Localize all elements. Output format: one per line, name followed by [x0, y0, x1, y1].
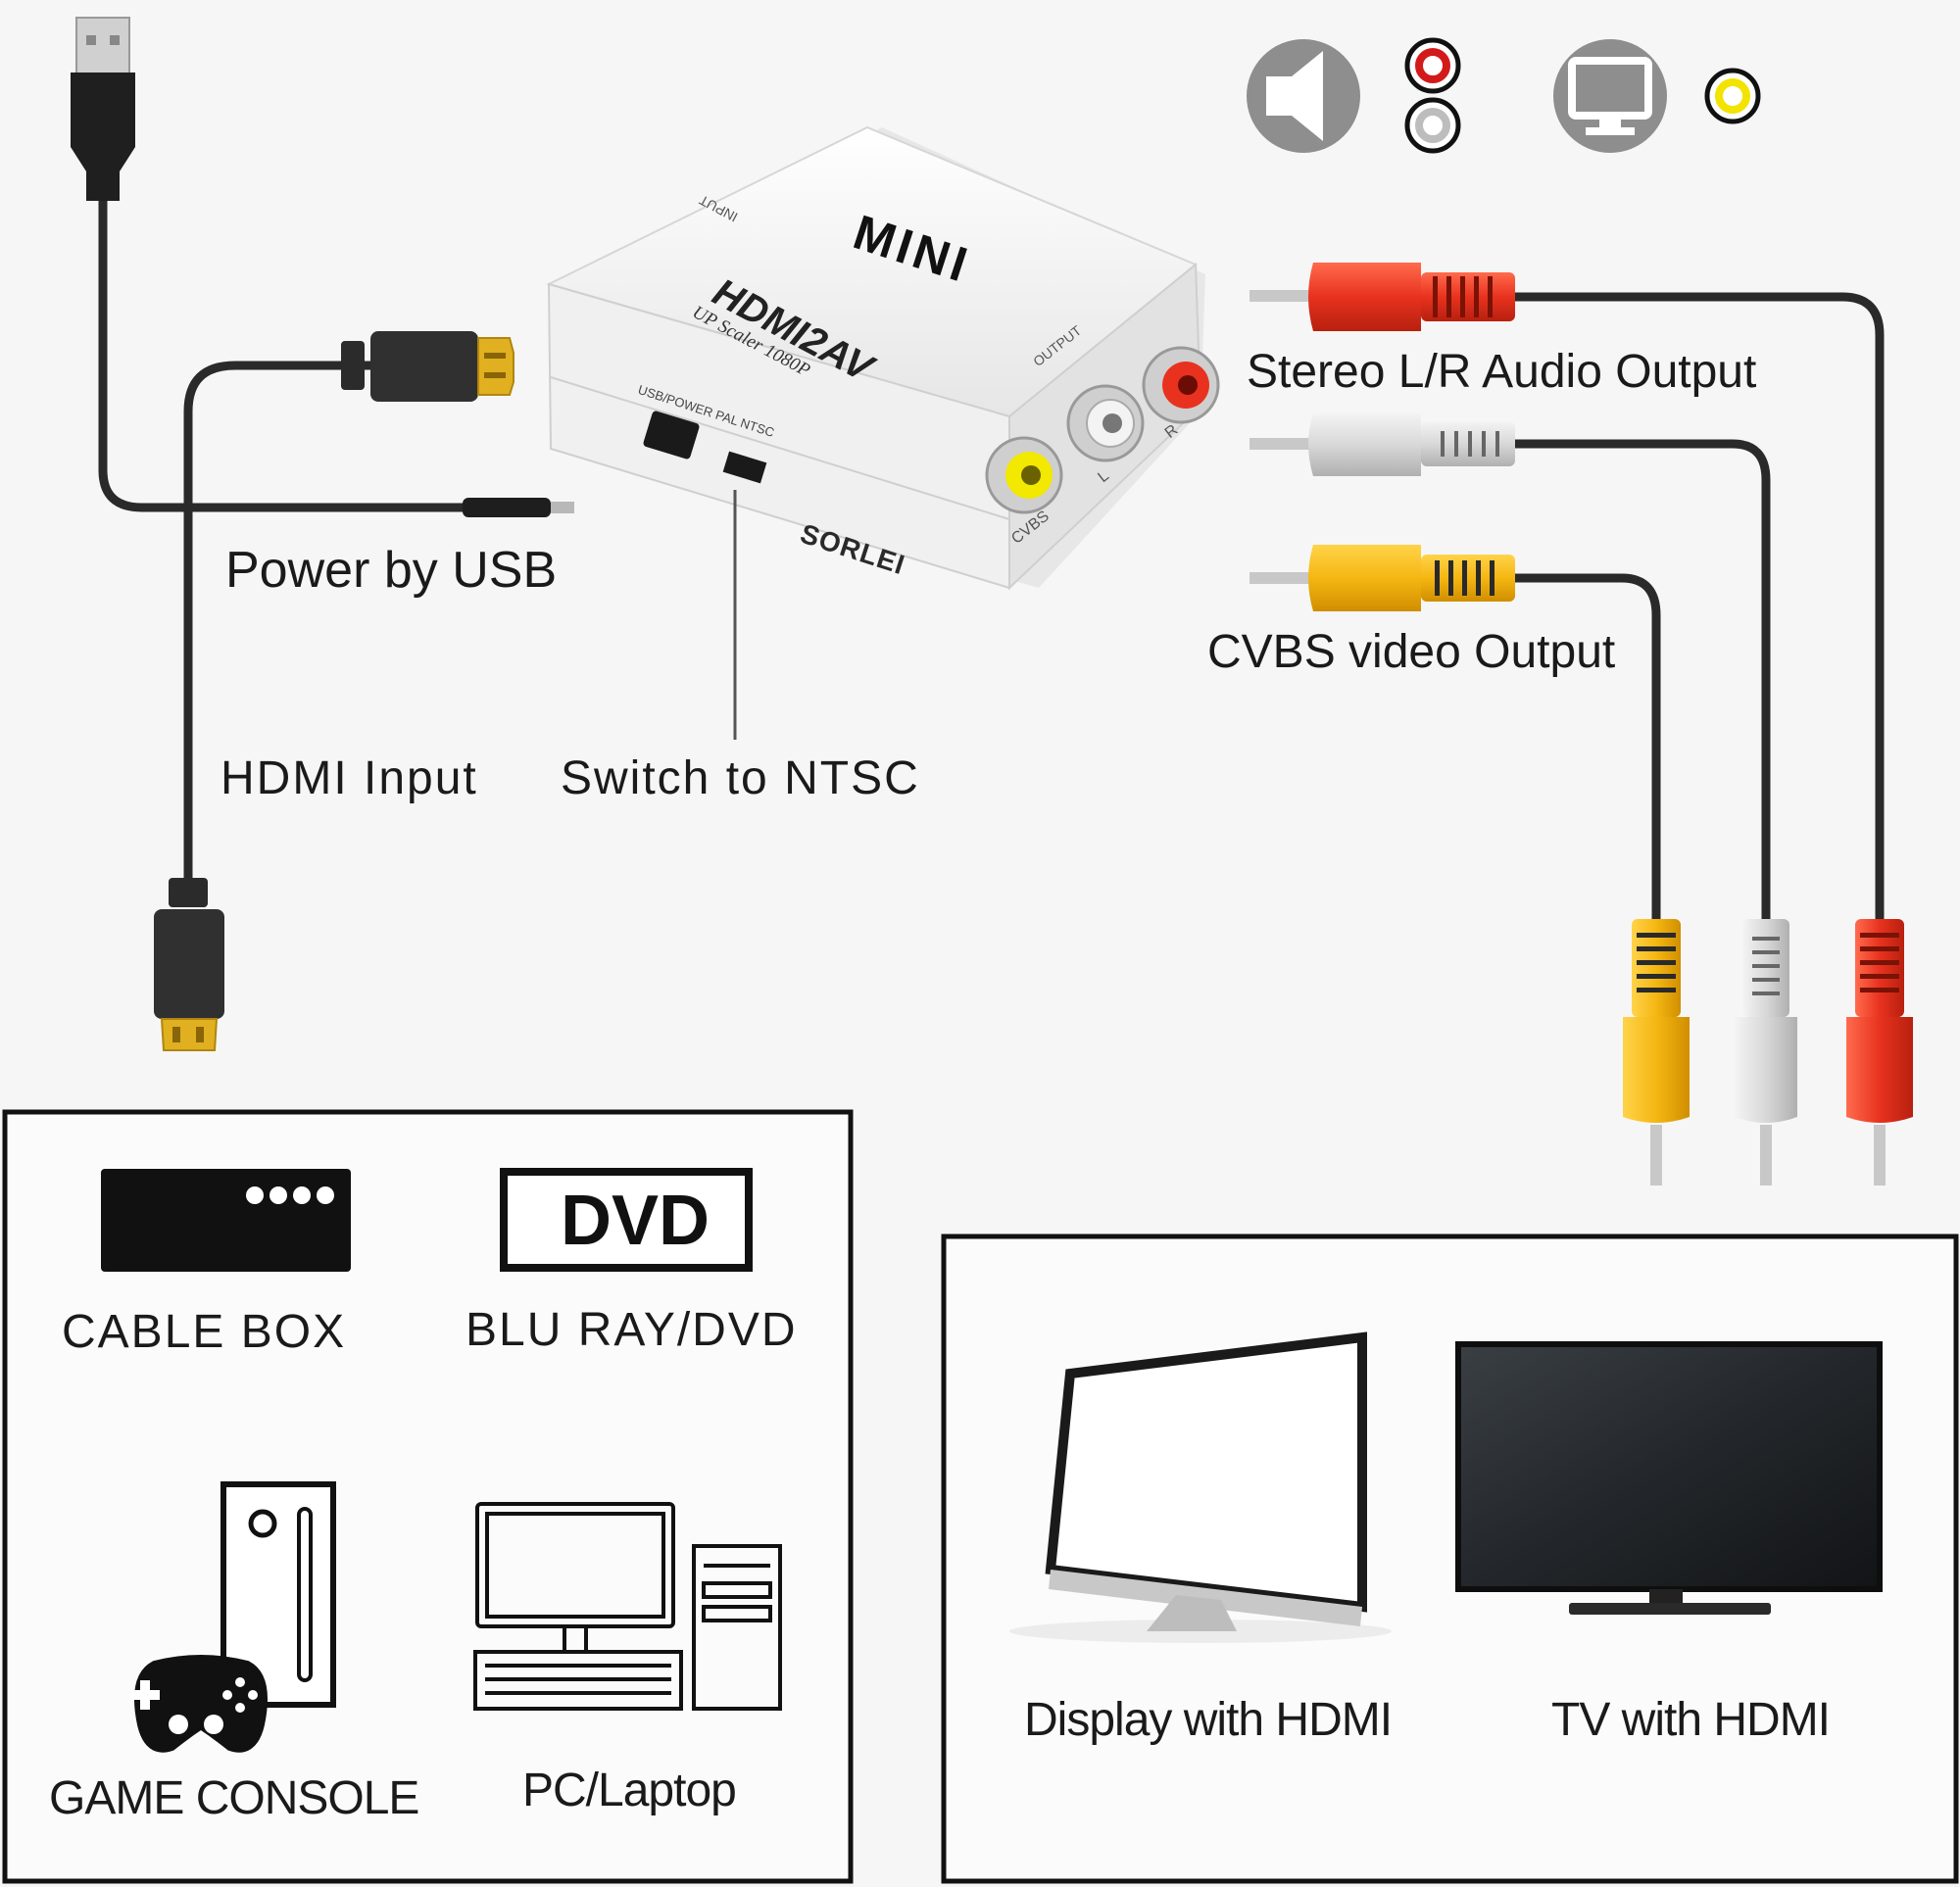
video-jack-icon: [1704, 68, 1761, 124]
hdmi-plug-icon: [154, 331, 514, 1051]
monitor-icon: [1553, 39, 1667, 153]
pc-label: PC/Laptop: [522, 1765, 737, 1816]
hdmi2av-device: [546, 125, 1220, 740]
tv-label: TV with HDMI: [1551, 1694, 1831, 1746]
hdmi-cable: [183, 361, 372, 887]
rca-cables: [1514, 292, 1885, 926]
hdmi-input-label: HDMI Input: [220, 752, 478, 804]
pc-icon: [473, 1502, 782, 1711]
bluray-label: BLU RAY/DVD: [466, 1304, 798, 1356]
power-label: Power by USB: [225, 542, 558, 599]
dvd-icon: [500, 1168, 753, 1272]
display-label: Display with HDMI: [1024, 1694, 1393, 1746]
game-console-label: GAME CONSOLE: [49, 1772, 419, 1824]
audio-jack-icons: [1404, 37, 1461, 154]
stereo-label: Stereo L/R Audio Output: [1247, 346, 1757, 398]
gamepad-icon: [130, 1655, 268, 1753]
cable-box-icon: [101, 1169, 351, 1272]
usb-plug-icon: [71, 17, 135, 201]
dvd-badge-text: DVD: [561, 1182, 710, 1260]
display-icon: [1009, 1331, 1392, 1643]
cvbs-label: CVBS video Output: [1207, 626, 1616, 678]
switch-label: Switch to NTSC: [561, 752, 920, 804]
usb-cable: [98, 196, 574, 517]
tv-icon: [1455, 1341, 1883, 1615]
rca-plug-icon: [1250, 263, 1913, 1185]
speaker-icon: [1247, 39, 1360, 153]
cable-box-label: CABLE BOX: [62, 1306, 347, 1358]
